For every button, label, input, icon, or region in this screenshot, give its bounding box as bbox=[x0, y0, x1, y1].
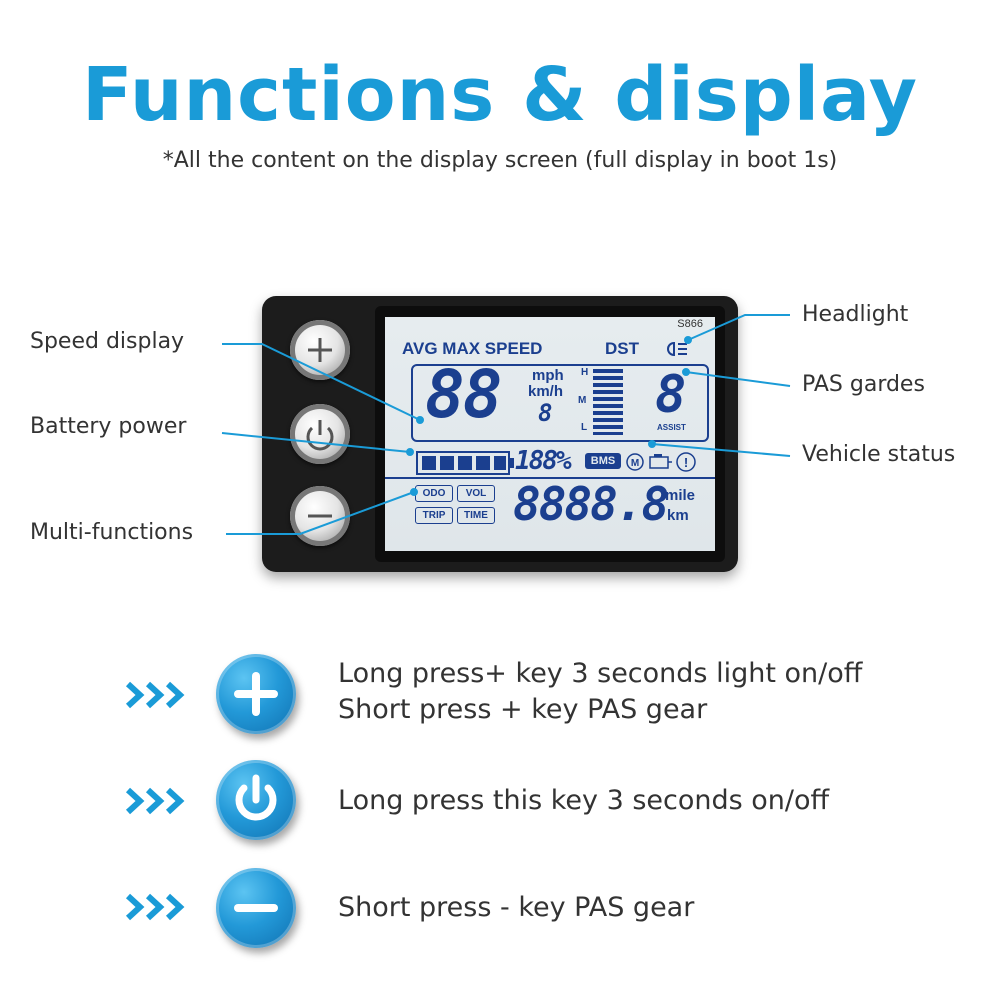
odo-chip: ODO bbox=[415, 485, 453, 502]
small-digit: 8 bbox=[538, 399, 553, 427]
plus-key-line1: Long press+ key 3 seconds light on/off bbox=[338, 658, 863, 689]
plus-key-line2: Short press + key PAS gear bbox=[338, 694, 708, 725]
device-plus-button[interactable] bbox=[290, 320, 350, 380]
vehicle-status-icons: M ! bbox=[626, 452, 696, 472]
odometer-digits: 8888.8 bbox=[513, 477, 669, 531]
page-title: Functions & display bbox=[81, 52, 919, 138]
unit-mph: mph bbox=[532, 367, 564, 384]
unit-kmh: km/h bbox=[528, 383, 564, 400]
motor-icon: M bbox=[626, 453, 644, 471]
callout-pas-gardes: PAS gardes bbox=[802, 372, 925, 397]
minus-key-button[interactable] bbox=[216, 868, 296, 948]
callout-headlight: Headlight bbox=[802, 302, 909, 327]
display-device: S866 AVG MAX SPEED DST 88 mph km/h 8 H M… bbox=[262, 296, 738, 572]
trip-chip: TRIP bbox=[415, 507, 453, 524]
power-icon bbox=[235, 774, 277, 821]
assist-label: ASSIST bbox=[657, 423, 686, 432]
engine-icon bbox=[649, 454, 672, 469]
screen-bezel: S866 AVG MAX SPEED DST 88 mph km/h 8 H M… bbox=[375, 306, 725, 562]
warning-icon: ! bbox=[676, 452, 696, 472]
page-subtitle: *All the content on the display screen (… bbox=[162, 148, 838, 173]
level-high-label: H bbox=[581, 367, 589, 378]
minus-icon bbox=[308, 514, 332, 518]
level-bars bbox=[593, 369, 623, 435]
plus-icon bbox=[234, 672, 278, 716]
lcd-divider bbox=[385, 477, 715, 479]
plus-key-button[interactable] bbox=[216, 654, 296, 734]
callout-speed-display: Speed display bbox=[30, 329, 185, 354]
level-mid-label: M bbox=[578, 395, 587, 406]
level-low-label: L bbox=[581, 422, 588, 433]
time-chip: TIME bbox=[457, 507, 495, 524]
lcd-header: AVG MAX SPEED bbox=[402, 339, 543, 358]
device-minus-button[interactable] bbox=[290, 486, 350, 546]
power-icon bbox=[306, 420, 334, 451]
callout-battery-power: Battery power bbox=[30, 414, 187, 439]
minus-icon bbox=[234, 904, 278, 912]
unit-km: km bbox=[667, 507, 689, 524]
device-power-button[interactable] bbox=[290, 404, 350, 464]
model-label: S866 bbox=[677, 318, 703, 330]
power-key-button[interactable] bbox=[216, 760, 296, 840]
unit-mile: mile bbox=[665, 487, 696, 504]
callout-vehicle-status: Vehicle status bbox=[802, 442, 956, 467]
minus-key-line1: Short press - key PAS gear bbox=[338, 892, 695, 923]
lcd-screen: S866 AVG MAX SPEED DST 88 mph km/h 8 H M… bbox=[385, 317, 715, 551]
battery-icon bbox=[416, 451, 514, 475]
bms-badge: BMS bbox=[585, 453, 621, 469]
battery-percent: 188% bbox=[515, 446, 572, 476]
speed-digits: 88 bbox=[425, 356, 502, 433]
triple-chevron-icon bbox=[125, 681, 185, 709]
svg-text:!: ! bbox=[684, 455, 688, 470]
pas-digit: 8 bbox=[655, 365, 686, 425]
plus-icon bbox=[308, 338, 332, 362]
lcd-dst-label: DST bbox=[605, 339, 639, 358]
headlight-icon bbox=[667, 341, 687, 357]
power-key-line1: Long press this key 3 seconds on/off bbox=[338, 785, 830, 816]
triple-chevron-icon bbox=[125, 787, 185, 815]
callout-multi-functions: Multi-functions bbox=[30, 520, 194, 545]
svg-text:M: M bbox=[631, 458, 639, 469]
triple-chevron-icon bbox=[125, 893, 185, 921]
vol-chip: VOL bbox=[457, 485, 495, 502]
